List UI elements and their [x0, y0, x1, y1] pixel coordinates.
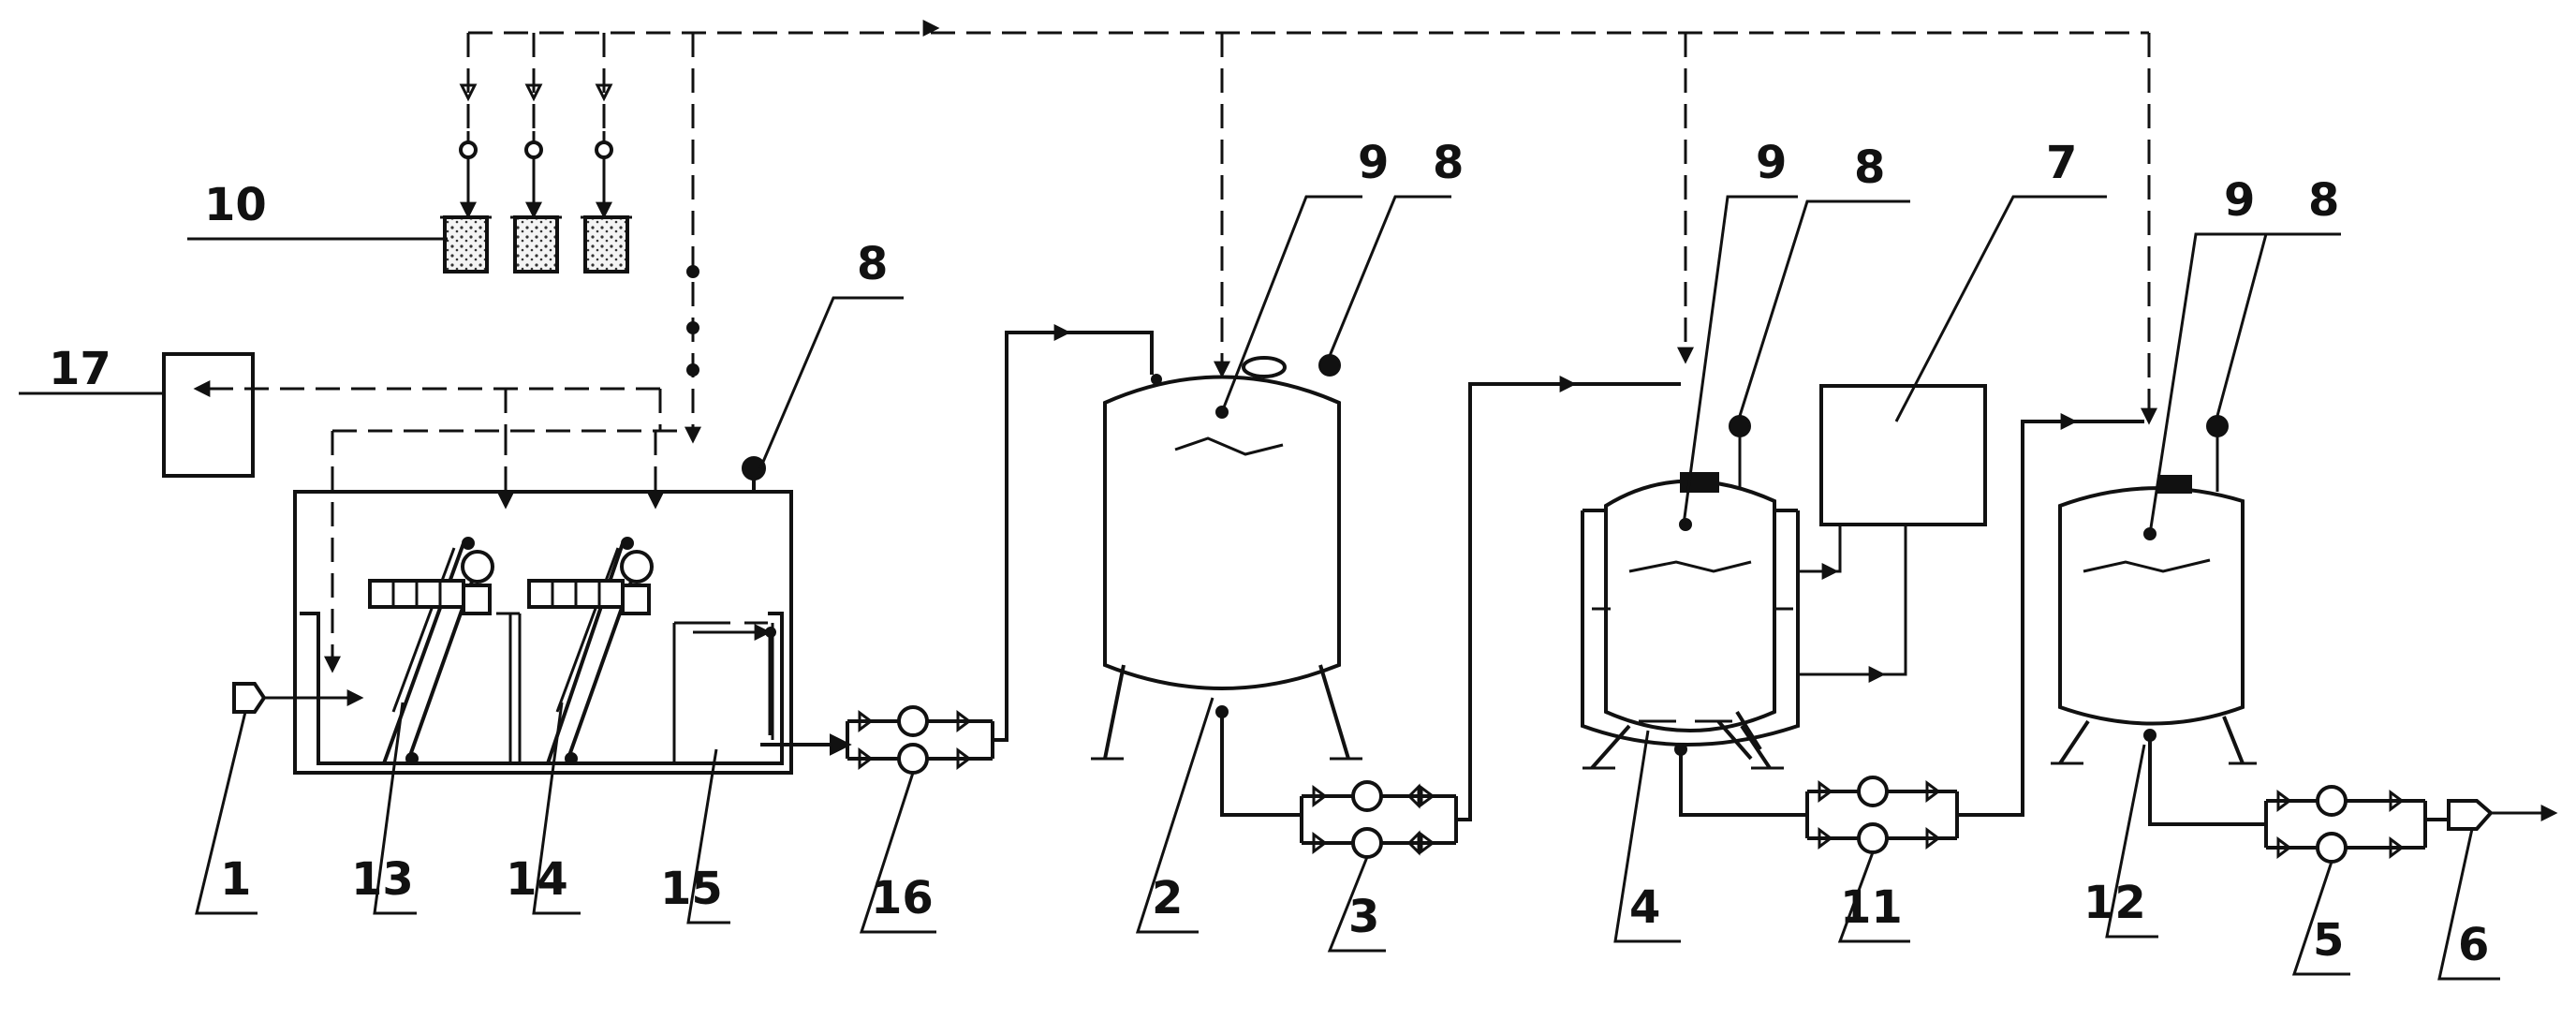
leader-11: [1837, 851, 1910, 943]
label-15: 15: [660, 863, 723, 915]
label-5: 5: [2313, 914, 2344, 967]
conveyor-14: [527, 537, 654, 765]
label-9-v2: 9: [1358, 137, 1389, 189]
leader-16: [859, 772, 936, 934]
vessel-12: [2051, 415, 2257, 765]
dosing-beakers: [440, 215, 632, 273]
leader-9-v12: [2148, 232, 2271, 535]
leader-9-v2: [1220, 195, 1362, 413]
leader-1: [195, 711, 258, 915]
unit-17-box: [162, 352, 255, 478]
r4-outlet-pipe: [1679, 749, 1807, 817]
label-8-basin: 8: [857, 238, 888, 290]
label-4: 4: [1629, 881, 1660, 934]
label-13: 13: [351, 853, 414, 906]
v12-outlet-pipe: [2148, 735, 2266, 826]
vessel-2: [1091, 354, 1362, 761]
pump-group-3: [1300, 376, 1681, 859]
leader-12: [2105, 744, 2158, 939]
leader-9-r4: [1682, 195, 1798, 525]
leader-7: [1894, 195, 2107, 422]
label-11: 11: [1840, 881, 1903, 934]
leader-8-v2: [1328, 195, 1451, 357]
label-2: 2: [1152, 872, 1183, 924]
label-6: 6: [2458, 919, 2489, 971]
leader-8-v12: [2215, 232, 2341, 417]
basin-1: [293, 490, 793, 775]
label-17: 17: [49, 343, 111, 395]
label-8-v2: 8: [1433, 137, 1464, 189]
leader-5: [2291, 861, 2350, 976]
leader-8-basin: [758, 296, 904, 469]
label-3: 3: [1348, 891, 1379, 943]
pump-group-5: [2264, 785, 2449, 864]
label-12: 12: [2083, 877, 2146, 929]
leader-13: [373, 702, 417, 915]
pump-group-11: [1805, 413, 2144, 854]
leader-6: [2437, 828, 2500, 981]
label-9-r4: 9: [1756, 137, 1787, 189]
leader-2: [1135, 697, 1214, 934]
leader-8-r4: [1738, 200, 1910, 417]
sensor-8-basin: [742, 456, 766, 492]
outlet-6: [2447, 799, 2558, 831]
label-14: 14: [506, 853, 568, 906]
pump-group-16: [846, 324, 1154, 775]
unit-7-box: [1819, 384, 1987, 526]
label-7: 7: [2046, 137, 2077, 189]
label-10: 10: [204, 179, 267, 231]
inlet-1: [232, 682, 364, 714]
label-8-v12: 8: [2308, 174, 2339, 227]
label-8-r4: 8: [1854, 141, 1885, 194]
label-9-v12: 9: [2224, 174, 2255, 227]
reactor-4: [1581, 415, 1907, 770]
leader-3: [1327, 856, 1386, 953]
leader-15: [686, 748, 730, 924]
leader-14: [532, 702, 581, 915]
label-16: 16: [871, 872, 934, 924]
label-1: 1: [220, 853, 251, 906]
v2-outlet-pipe: [1220, 712, 1302, 817]
leader-4: [1613, 730, 1681, 943]
conveyor-13: [368, 537, 494, 765]
dosing-branches: [459, 83, 699, 377]
